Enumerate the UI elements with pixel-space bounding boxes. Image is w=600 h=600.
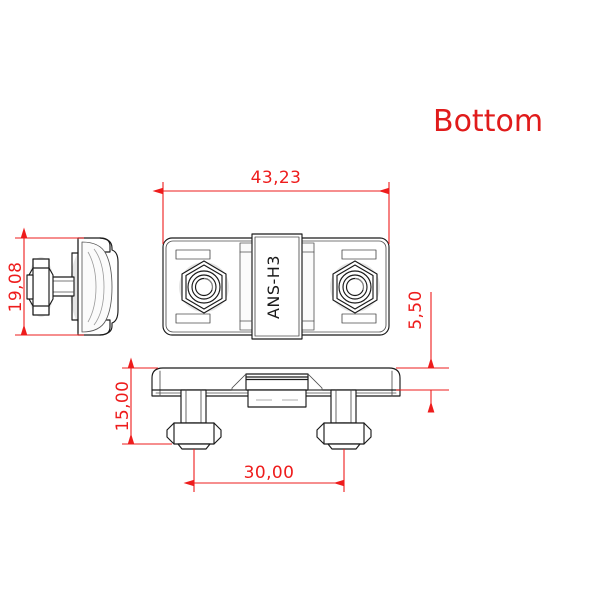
dimension-overall-height: 19,08 bbox=[6, 227, 84, 336]
dimension-value-30-00: 30,00 bbox=[244, 463, 295, 483]
dimension-total-height: 15,00 bbox=[113, 357, 172, 445]
part-marking-label: ANS-H3 bbox=[264, 255, 283, 319]
front-view-bolt-left bbox=[166, 389, 222, 450]
dimension-bolt-spacing: 30,00 bbox=[183, 449, 345, 492]
dimension-value-5-50: 5,50 bbox=[406, 290, 426, 329]
front-view bbox=[151, 367, 401, 450]
left-side-view bbox=[26, 237, 119, 336]
top-view: ANS-H3 bbox=[162, 233, 390, 340]
front-view-bolt-right bbox=[316, 389, 372, 450]
view-title-label: Bottom bbox=[433, 104, 543, 139]
top-view-nut-left bbox=[179, 260, 229, 314]
dimension-value-43-23: 43,23 bbox=[251, 168, 302, 188]
dimension-value-15-00: 15,00 bbox=[113, 381, 133, 432]
dimension-overall-width: 43,23 bbox=[152, 168, 390, 244]
top-view-nut-right bbox=[330, 260, 380, 314]
dimension-value-19-08: 19,08 bbox=[6, 262, 26, 313]
dimension-plate-thickness: 5,50 bbox=[396, 290, 449, 413]
